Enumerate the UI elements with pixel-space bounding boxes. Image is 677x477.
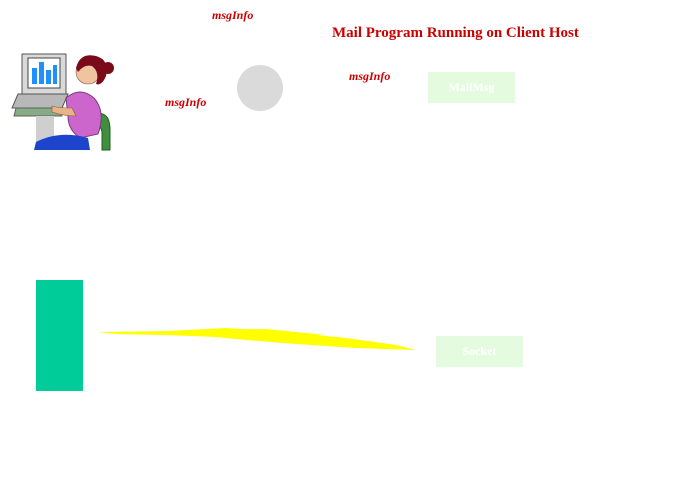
socket-box: Socket (436, 336, 523, 367)
mailmsg-box: MailMsg (428, 72, 515, 103)
message-label: msgInfo (212, 8, 254, 22)
client-bar (36, 280, 83, 391)
message-label: msgInfo (165, 95, 207, 109)
data-streak (98, 328, 416, 350)
mailmsg-box-label: MailMsg (448, 80, 495, 94)
user-at-computer-icon (11, 53, 114, 151)
message-label: msgInfo (349, 69, 391, 83)
socket-box-label: Socket (462, 344, 497, 358)
diagram-title: Mail Program Running on Client Host (332, 25, 579, 41)
process-circle (237, 65, 283, 111)
